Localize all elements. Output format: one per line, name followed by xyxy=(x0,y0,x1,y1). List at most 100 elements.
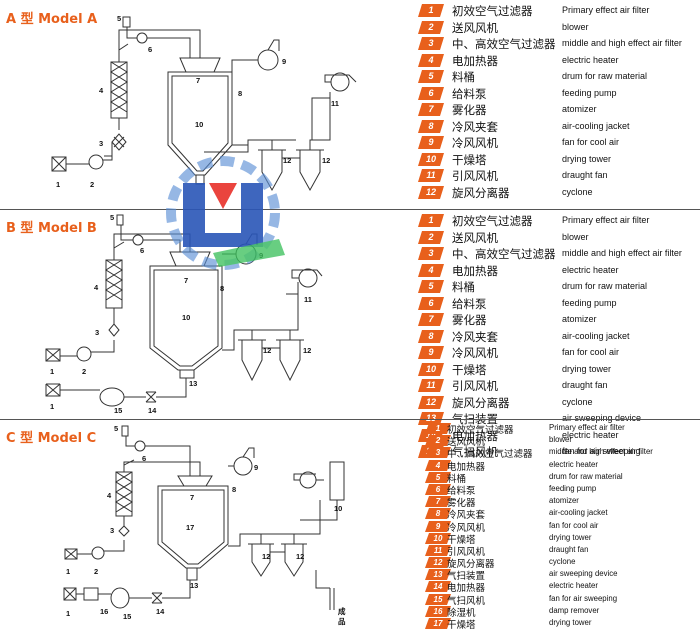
legend-number: 10 xyxy=(433,533,443,543)
legend-number-badge: 7 xyxy=(425,496,451,508)
legend-number: 11 xyxy=(426,380,436,390)
legend-chinese-label: 引风风机 xyxy=(447,546,486,558)
legend-english-label: electric heater xyxy=(562,54,619,65)
legend-english-label: drying tower xyxy=(562,153,612,164)
label-5: 5 xyxy=(117,14,121,23)
label-12b: 12 xyxy=(322,156,330,165)
legend-chinese-label: 初效空气过滤器 xyxy=(452,214,533,228)
legend-chinese-label: 雾化器 xyxy=(447,498,476,510)
legend-number: 5 xyxy=(428,281,434,291)
legend-chinese-label: 冷风风机 xyxy=(452,346,498,360)
label-6: 6 xyxy=(148,45,152,54)
legend-chinese-label: 引风风机 xyxy=(452,379,498,393)
label-12a: 12 xyxy=(262,552,270,561)
label-12b: 12 xyxy=(296,552,304,561)
legend-english-label: electric heater xyxy=(549,459,598,469)
legend-number-badge: 2 xyxy=(418,20,444,34)
legend-number: 11 xyxy=(433,545,443,555)
label-12a: 12 xyxy=(283,156,291,165)
legend-number-badge: 1 xyxy=(425,423,451,434)
legend-chinese-label: 初效空气过滤器 xyxy=(447,425,514,436)
legend-number-badge: 5 xyxy=(418,70,444,83)
legend-number: 15 xyxy=(433,594,443,604)
legend-english-label: drum for raw material xyxy=(549,471,623,481)
legend-chinese-label: 气扫风机 xyxy=(452,445,498,459)
label-14: 14 xyxy=(148,406,157,415)
model-a-flow-diagram: 1 2 3 4 5 6 7 8 9 10 11 12 12 xyxy=(51,14,357,192)
legend-number: 6 xyxy=(428,297,434,308)
legend-number: 5 xyxy=(435,472,441,482)
legend-chinese-label: 雾化器 xyxy=(452,103,487,117)
legend-english-label: air-cooling jacket xyxy=(549,508,608,518)
legend-number-badge: 3 xyxy=(418,37,444,50)
legend-number-badge: 1 xyxy=(418,214,444,227)
legend-english-label: Primary effect air filter xyxy=(562,215,650,225)
label-3: 3 xyxy=(110,526,114,535)
label-14: 14 xyxy=(156,607,165,616)
legend-chinese-label: 干燥塔 xyxy=(452,152,487,167)
legend-english-label: blower xyxy=(562,21,589,32)
legend-number: 4 xyxy=(428,54,434,65)
legend-chinese-label: 冷风风机 xyxy=(447,522,486,534)
legend-english-label: air-cooling jacket xyxy=(562,120,630,131)
legend-number-badge: 8 xyxy=(425,508,451,520)
legend-english-label: air sweeping device xyxy=(562,413,642,423)
legend-item: 1 初效空气过滤器 Primary effect air filter xyxy=(418,212,700,229)
legend-number: 9 xyxy=(428,347,434,357)
legend-number-badge: 2 xyxy=(425,435,451,447)
label-8: 8 xyxy=(220,284,224,293)
label-product-2: 品 xyxy=(338,617,346,626)
legend-number-badge: 4 xyxy=(418,53,444,67)
legend-chinese-label: 料桶 xyxy=(452,280,475,294)
label-7: 7 xyxy=(196,76,200,85)
label-9: 9 xyxy=(254,463,258,472)
legend-number: 8 xyxy=(435,509,441,519)
legend-number-badge: 4 xyxy=(418,263,444,277)
label-5: 5 xyxy=(114,424,118,433)
label-15: 15 xyxy=(123,612,131,621)
label-4: 4 xyxy=(99,86,104,95)
model-b-flow-diagram: 1 1 2 3 4 5 6 7 8 9 10 11 12 12 13 14 15 xyxy=(45,213,323,415)
legend-chinese-label: 冷风夹套 xyxy=(452,329,498,344)
legend-number-badge: 6 xyxy=(418,296,444,310)
label-11: 11 xyxy=(331,99,339,108)
legend-number: 2 xyxy=(428,231,434,242)
legend-number-badge: 12 xyxy=(418,185,444,199)
legend-number: 10 xyxy=(425,153,436,164)
legend-english-label: blower xyxy=(562,231,589,242)
legend-number-badge: 4 xyxy=(425,459,451,471)
legend-chinese-label: 中、高效空气过滤器 xyxy=(452,247,556,261)
legend-number-badge: 5 xyxy=(425,471,451,483)
legend-english-label: fan for air sweeping xyxy=(549,593,618,603)
legend-number: 7 xyxy=(428,104,434,114)
model-c-panel: C 型 Model C xyxy=(0,419,700,631)
legend-english-label: atomizer xyxy=(549,496,579,506)
watermark-logo xyxy=(166,156,285,270)
legend-chinese-label: 电加热器 xyxy=(452,428,498,443)
legend-number-badge: 17 xyxy=(425,618,451,629)
legend-number-badge: 5 xyxy=(418,280,444,293)
legend-number-badge: 6 xyxy=(425,483,451,495)
legend-number: 3 xyxy=(428,38,434,48)
legend-english-label: feeding pump xyxy=(562,87,617,98)
legend-chinese-label: 电加热器 xyxy=(452,263,498,278)
label-15: 15 xyxy=(114,406,122,415)
label-9: 9 xyxy=(282,57,286,66)
legend-number: 1 xyxy=(428,5,434,15)
legend-english-label: drying tower xyxy=(549,618,592,627)
legend-chinese-label: 电加热器 xyxy=(447,583,486,595)
legend-number-badge: 12 xyxy=(418,395,444,409)
legend-english-label: atomizer xyxy=(562,314,597,324)
legend-number-badge: 9 xyxy=(425,520,451,532)
legend-number-badge: 8 xyxy=(418,329,444,343)
